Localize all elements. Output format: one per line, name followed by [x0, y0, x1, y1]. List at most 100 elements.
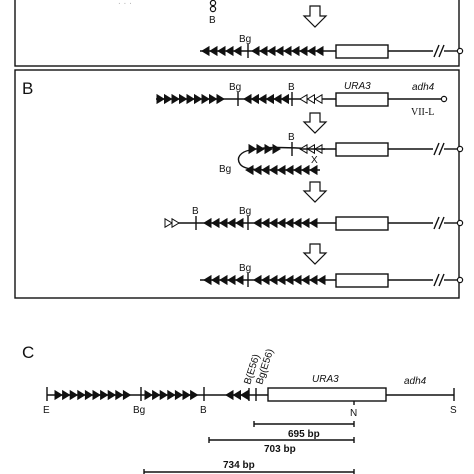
top-label-b: B [209, 15, 216, 26]
repeat-triangle [253, 217, 262, 229]
repeat-triangle [299, 93, 308, 105]
repeat-triangle [219, 274, 228, 286]
ura3-box [267, 387, 387, 402]
repeat-triangle [227, 217, 236, 229]
repeat-triangle [77, 389, 86, 401]
telomere-end-circle [440, 95, 448, 103]
repeat-triangle [248, 143, 257, 155]
panel-b: B Bg B URA3 adh4 VII-L B Bg X [14, 69, 464, 299]
repeat-triangle [245, 164, 254, 176]
repeat-triangle [250, 93, 259, 105]
top-b-circle [209, 0, 217, 7]
label-b: B [288, 82, 295, 93]
repeat-triangle [285, 217, 294, 229]
repeat-triangle [261, 164, 270, 176]
break-mark [433, 216, 445, 230]
chromosome-label: VII-L [411, 107, 434, 118]
repeat-triangle [203, 274, 212, 286]
repeat-triangle [211, 217, 220, 229]
repeat-triangle [314, 93, 323, 105]
repeat-triangle [277, 217, 286, 229]
break-mark [433, 273, 445, 287]
repeat-triangle [317, 274, 326, 286]
site-bg: Bg [133, 405, 145, 416]
repeat-triangle [171, 93, 180, 105]
repeat-triangle [253, 274, 262, 286]
repeat-triangle [256, 143, 265, 155]
ura3-box [335, 216, 389, 231]
repeat-triangle [293, 274, 302, 286]
panel-b-row4: Bg [200, 263, 464, 288]
telomere-repeats [203, 274, 326, 286]
repeat-triangle [253, 164, 262, 176]
repeat-triangle [225, 389, 234, 401]
ura3-box [335, 142, 389, 157]
top-down-arrow [302, 5, 328, 28]
repeat-triangle [194, 93, 203, 105]
down-arrow-2 [302, 181, 328, 203]
repeat-triangle [277, 164, 286, 176]
telomere-repeats [164, 217, 318, 229]
repeat-triangle [272, 143, 281, 155]
top-faded-text: . . . [118, 0, 132, 7]
repeat-triangle [92, 389, 101, 401]
down-arrow-1 [302, 112, 328, 134]
panel-c: C B(E56) Bg(E56) URA3 adh4 E Bg B N S 69… [22, 343, 457, 474]
repeat-triangle [269, 217, 278, 229]
repeat-triangle [159, 389, 169, 401]
repeat-triangle [54, 389, 63, 401]
fragment-695-label: 695 bp [288, 429, 320, 440]
repeat-triangle [209, 93, 218, 105]
repeat-triangle [261, 217, 270, 229]
top-construct-row: Bg [200, 34, 464, 59]
repeat-triangle [201, 93, 210, 105]
top-label-bg: Bg [239, 34, 251, 45]
repeat-triangle [211, 274, 220, 286]
repeat-triangle [179, 93, 188, 105]
label-b: B [288, 132, 295, 143]
telomere-end-circle [456, 276, 464, 284]
repeat-triangle [171, 217, 180, 229]
panel-top-fragment: . . . B Bg [14, 0, 464, 67]
break-mark [433, 44, 445, 58]
site-e: E [43, 405, 50, 416]
repeat-triangle [107, 389, 117, 401]
gene-label-ura3: URA3 [344, 81, 371, 92]
repeat-triangle [301, 274, 310, 286]
fragment-734-label: 734 bp [223, 460, 255, 471]
repeat-triangle [144, 389, 153, 401]
repeat-triangle [293, 217, 302, 229]
repeat-triangle [69, 389, 79, 401]
repeat-triangle [261, 274, 270, 286]
break-mark [433, 142, 445, 156]
repeat-triangle [301, 217, 310, 229]
fragment-695: 695 bp [253, 421, 355, 440]
panel-b-row2: B Bg X [219, 132, 464, 176]
repeat-triangle [122, 389, 132, 401]
repeat-triangle [235, 217, 244, 229]
repeat-triangle [269, 164, 278, 176]
repeat-triangle [258, 93, 267, 105]
repeat-triangle [293, 164, 302, 176]
repeat-triangle [280, 93, 289, 105]
repeat-triangle [285, 164, 294, 176]
repeat-triangle [174, 389, 184, 401]
repeat-triangle [309, 274, 318, 286]
repeat-triangle [100, 389, 109, 401]
label-bg: Bg [239, 206, 251, 217]
fragment-734: 734 bp [143, 460, 355, 474]
repeat-triangle [269, 274, 278, 286]
repeat-triangle [232, 389, 241, 401]
fragment-703-label: 703 bp [264, 444, 296, 455]
locus-label-adh4: adh4 [404, 376, 427, 387]
telomere-repeats [156, 93, 323, 105]
repeat-triangle [309, 217, 318, 229]
repeat-triangle [164, 217, 173, 229]
label-bg: Bg [219, 164, 231, 175]
label-bg: Bg [239, 263, 251, 274]
repeat-triangle [309, 164, 318, 176]
repeat-triangle [285, 274, 294, 286]
telomere-end-circle [456, 219, 464, 227]
telomere-end-circle [456, 145, 464, 153]
repeat-triangle [84, 389, 94, 401]
